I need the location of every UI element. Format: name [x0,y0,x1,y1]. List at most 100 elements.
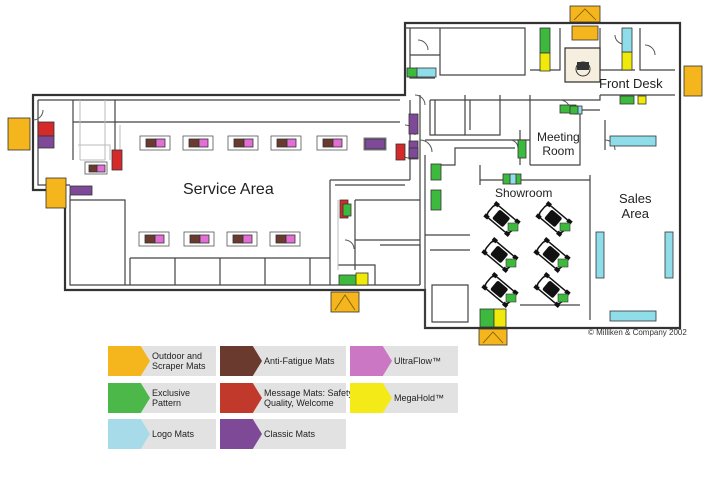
legend-item-megahold: MegaHold™ [350,383,458,413]
legend-swatch [220,383,262,413]
outdoor-mat [478,328,508,346]
legend-item-message: Message Mats: Safety, Quality, Welcome [220,383,355,413]
copyright-notice: © Milliken & Company 2002 [588,328,687,337]
car-icon [483,201,521,237]
outdoor-mat [683,65,703,97]
logo-mat [595,231,605,279]
exclusive-mat [505,258,517,268]
door-swing-mark [334,294,356,311]
legend-item-logo: Logo Mats [108,419,216,449]
exclusive-mat [517,139,527,159]
exclusive-mat [507,222,519,232]
legend-swatch [220,419,262,449]
message-mat [111,149,123,171]
legend-label: Classic Mats [264,428,316,439]
legend-swatch [108,383,150,413]
legend-label: MegaHold™ [394,392,445,403]
logo-mat [415,67,437,78]
anti-fatigue-mat [232,234,244,244]
car-icon [535,201,573,237]
door-swing-mark [482,331,504,344]
classic-mat [408,147,419,159]
classic-mat [408,113,419,135]
logo-mat [509,173,517,185]
message-mat [37,121,55,137]
exclusive-mat [430,189,442,211]
legend-item-exclusive: Exclusive Pattern [108,383,216,413]
anti-fatigue-mat [145,138,157,148]
outdoor-mat [45,177,67,209]
exclusive-mat [430,163,442,181]
ultraflow-mat [332,138,343,148]
anti-fatigue-mat [275,234,287,244]
message-mat [395,143,406,161]
megahold-mat [637,95,647,105]
legend-item-classic: Classic Mats [220,419,346,449]
room-label-front-desk: Front Desk [599,76,663,91]
ultraflow-mat [155,138,166,148]
anti-fatigue-mat [322,138,334,148]
classic-mat [69,185,93,196]
anti-fatigue-mat [88,164,98,173]
room-label-service-area: Service Area [183,181,274,198]
logo-mat [609,310,657,322]
outdoor-mat [7,117,31,151]
exclusive-mat [479,308,495,328]
ultraflow-mat [286,138,297,148]
logo-mat [621,27,633,53]
door-swing-mark [573,8,597,21]
reception-desk [564,47,601,83]
megahold-mat [355,272,369,286]
anti-fatigue-mat [144,234,156,244]
legend-item-ultraflow: UltraFlow™ [350,346,458,376]
exclusive-mat [342,203,352,217]
exclusive-mat [557,293,569,303]
legend-item-outdoor: Outdoor and Scraper Mats [108,346,216,376]
legend-swatch [108,346,150,376]
exclusive-mat [338,274,358,286]
logo-mat [609,135,657,147]
room-label-showroom: Showroom [495,186,553,200]
legend-swatch [350,383,392,413]
car-icon [481,272,519,308]
exclusive-mat [559,222,571,232]
exclusive-mat [406,67,418,78]
legend-label: Outdoor and Scraper Mats [152,350,206,371]
anti-fatigue-mat [276,138,288,148]
room-label-meeting-room: Meeting Room [537,130,580,158]
car-icon [533,272,571,308]
ultraflow-mat [285,234,296,244]
exclusive-mat [569,105,579,115]
ultraflow-mat [198,138,209,148]
ultraflow-mat [154,234,165,244]
door-swings [32,34,656,250]
anti-fatigue-mat [188,138,200,148]
mat-legend: Outdoor and Scraper Mats Anti-Fatigue Ma… [108,346,460,450]
ultraflow-mat [96,164,106,173]
logo-mat [664,231,674,279]
anti-fatigue-mat [189,234,201,244]
ultraflow-mat [242,234,253,244]
legend-swatch [108,419,150,449]
equipment-outlines [78,100,339,270]
megahold-mat [621,51,633,71]
megahold-mat [493,308,507,328]
classic-mat [364,138,386,150]
anti-fatigue-mat [233,138,245,148]
exclusive-mat [539,27,551,54]
showroom-cars [481,201,573,308]
legend-swatch [220,346,262,376]
legend-swatch [350,346,392,376]
classic-mat [37,135,55,149]
mat-placements [7,5,703,346]
exclusive-mat [505,293,517,303]
service-workstations [84,135,387,247]
outdoor-mat [569,5,601,23]
outdoor-mat [571,25,599,41]
legend-item-anti-fatigue: Anti-Fatigue Mats [220,346,346,376]
legend-label: UltraFlow™ [394,355,442,366]
exclusive-mat [557,258,569,268]
car-icon [533,237,571,273]
outdoor-mat [330,291,360,313]
